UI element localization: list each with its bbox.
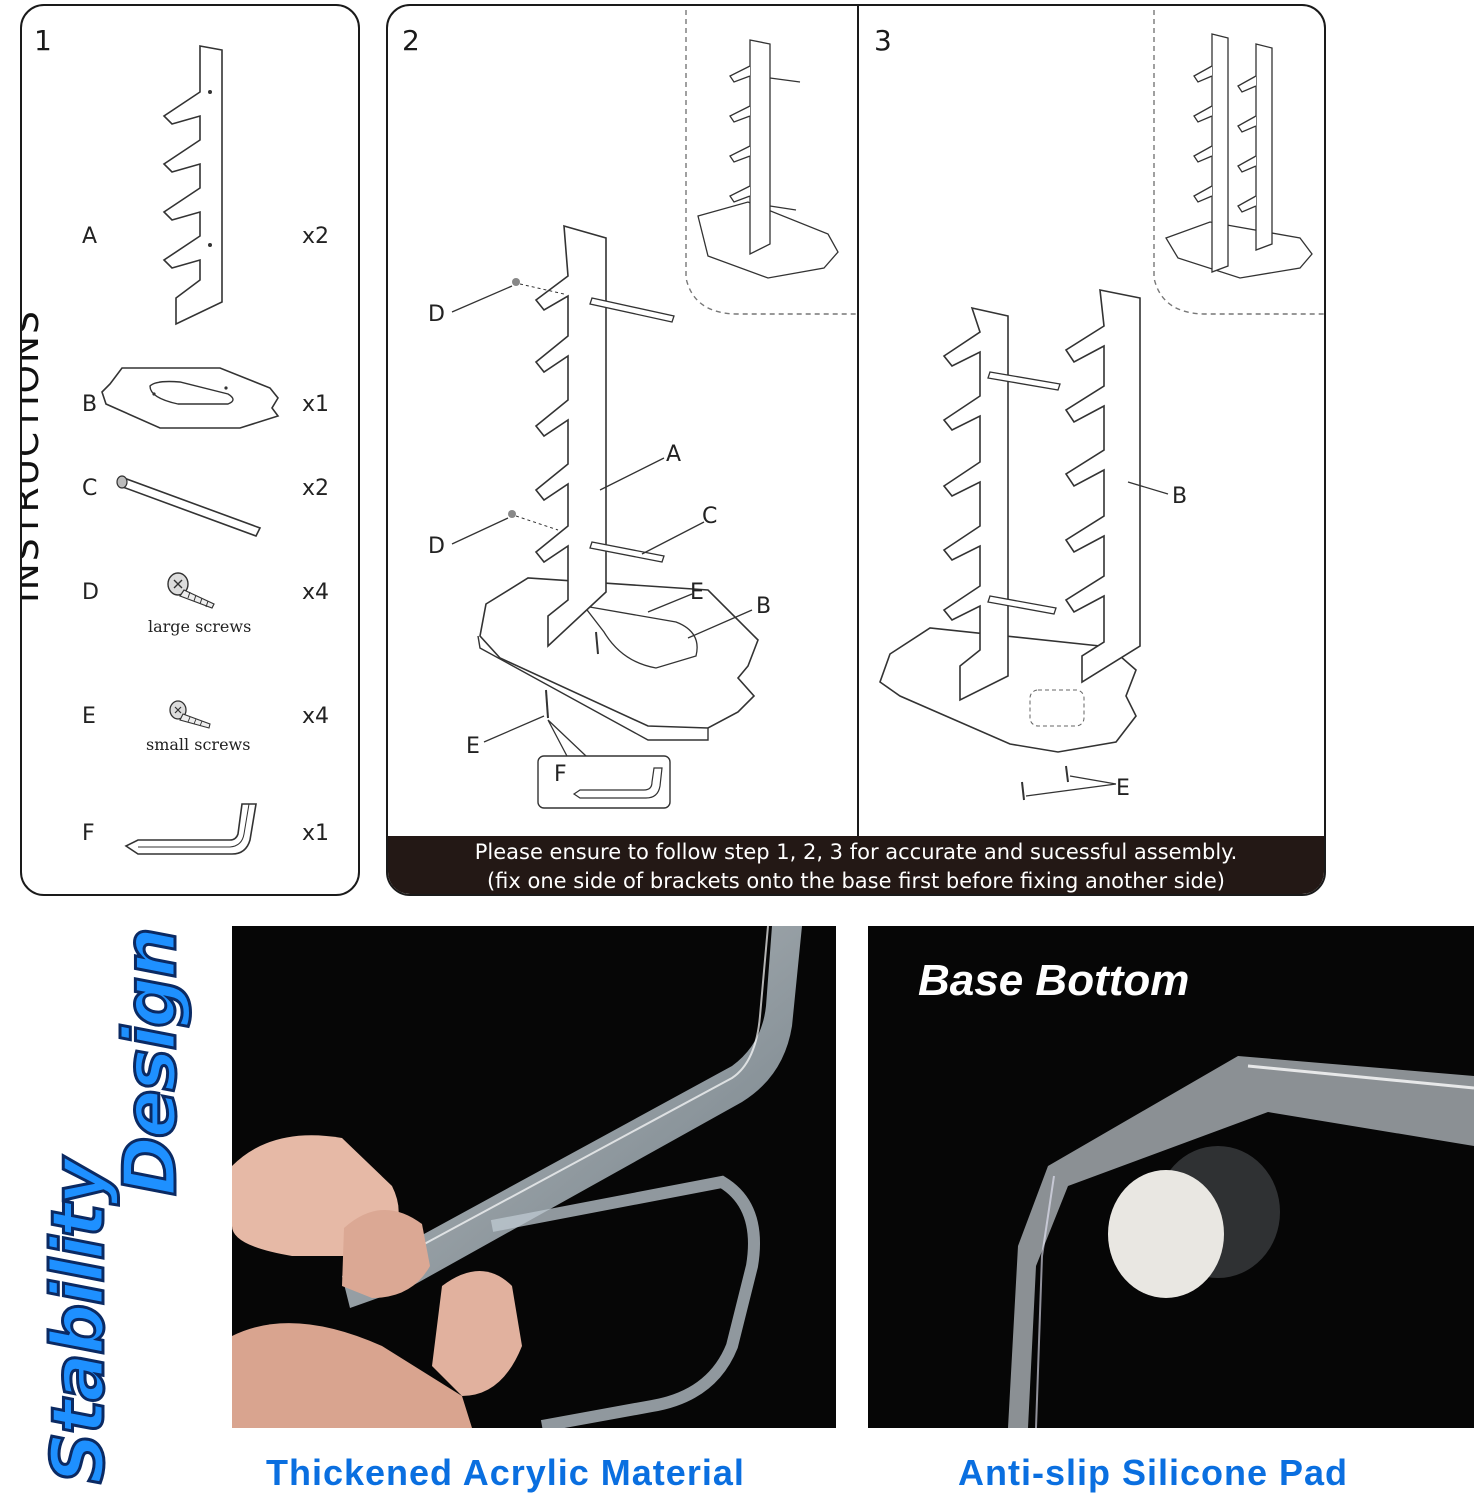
callout-b-step3: B xyxy=(1172,484,1188,509)
part-letter: A xyxy=(82,224,98,249)
parts-list-panel: 1 INSTRUCTIONS A x2 B x1 C x2 D x4 large xyxy=(20,4,360,896)
part-letter: E xyxy=(82,704,96,729)
acrylic-edge-image xyxy=(232,926,802,1428)
part-row-e: E x4 xyxy=(22,704,358,744)
callout-d-lower: D xyxy=(428,534,445,559)
step-number-3: 3 xyxy=(874,24,892,57)
part-letter: C xyxy=(82,476,98,501)
base-bottom-image xyxy=(1008,1056,1474,1428)
callout-a: A xyxy=(666,442,682,467)
bracket-a-drawing xyxy=(162,45,223,326)
assembly-notice-banner: Please ensure to follow step 1, 2, 3 for… xyxy=(388,836,1324,894)
step-3-assembly-drawing xyxy=(879,10,1324,801)
callout-d-upper: D xyxy=(428,302,445,327)
base-b-drawing xyxy=(101,367,280,429)
part-row-b: B x1 xyxy=(22,392,358,432)
small-screw-icon xyxy=(169,700,211,729)
step-number-2: 2 xyxy=(402,24,420,57)
large-screws-caption: large screws xyxy=(148,617,252,636)
part-quantity: x1 xyxy=(302,392,330,417)
callout-e-top: E xyxy=(690,580,704,605)
large-screw-icon xyxy=(167,572,215,609)
banner-line-2: (fix one side of brackets onto the base … xyxy=(486,869,1226,893)
thickened-acrylic-caption: Thickened Acrylic Material xyxy=(266,1452,745,1493)
design-heading: Design xyxy=(107,928,194,1198)
part-row-c: C x2 xyxy=(22,476,358,516)
callout-b: B xyxy=(756,594,772,619)
part-row-f: F x1 xyxy=(22,821,358,861)
hex-key-f-icon xyxy=(124,803,257,855)
part-quantity: x1 xyxy=(302,821,330,846)
part-quantity: x2 xyxy=(302,224,330,249)
part-letter: D xyxy=(82,580,99,605)
assembly-steps-panel: 2 3 xyxy=(386,4,1326,896)
part-row-a: A x2 xyxy=(22,224,358,264)
step-number-1: 1 xyxy=(34,24,52,57)
part-letter: B xyxy=(82,392,98,417)
callout-f: F xyxy=(554,762,567,787)
part-quantity: x2 xyxy=(302,476,330,501)
banner-line-1: Please ensure to follow step 1, 2, 3 for… xyxy=(474,840,1238,864)
step-2-inset-preview xyxy=(697,39,839,279)
base-bottom-label: Base Bottom xyxy=(918,956,1190,1005)
part-quantity: x4 xyxy=(302,704,330,729)
rod-c-drawing xyxy=(116,475,262,537)
part-quantity: x4 xyxy=(302,580,330,605)
silicone-pad-photo: Base Bottom xyxy=(868,926,1474,1428)
part-row-d: D x4 xyxy=(22,580,358,620)
callout-c: C xyxy=(702,504,718,529)
callout-e-step3: E xyxy=(1116,776,1130,801)
stability-heading: Stability xyxy=(35,1159,122,1486)
step-2-assembly-drawing xyxy=(451,10,858,809)
callout-e-bottom: E xyxy=(466,734,480,759)
part-letter: F xyxy=(82,821,95,846)
thickened-acrylic-photo xyxy=(232,926,836,1428)
anti-slip-pad-caption: Anti-slip Silicone Pad xyxy=(958,1452,1349,1493)
small-screws-caption: small screws xyxy=(146,735,251,754)
step-divider xyxy=(857,6,859,836)
step-3-inset-preview xyxy=(1165,33,1313,279)
